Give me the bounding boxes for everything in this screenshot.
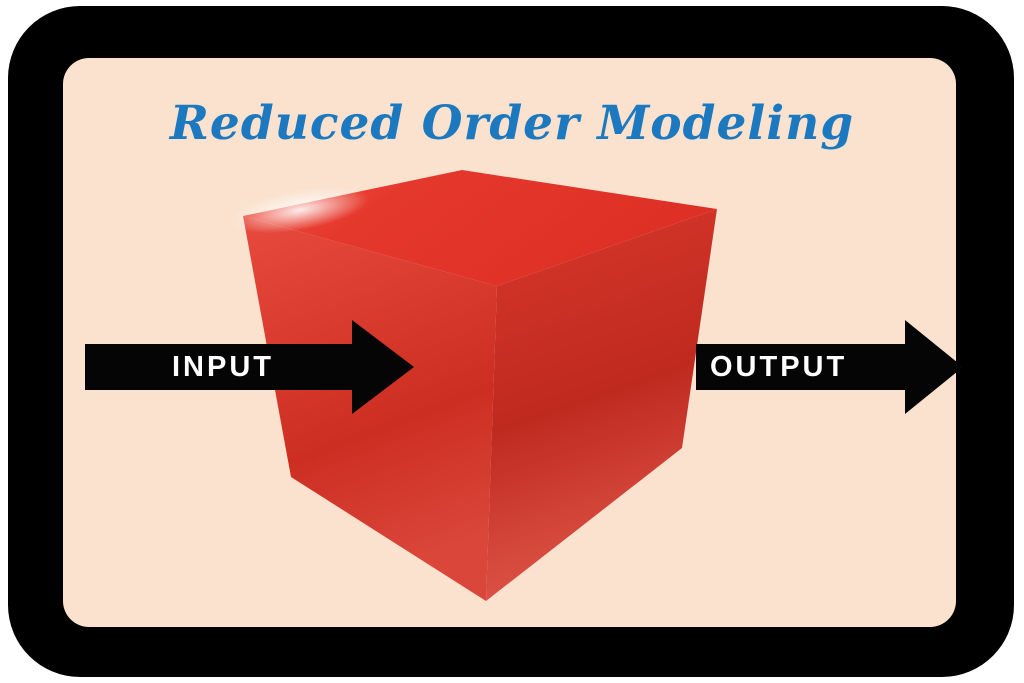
- diagram-title: Reduced Order Modeling: [169, 96, 855, 151]
- output-arrow-head: [905, 320, 963, 414]
- cube-left-face: [243, 216, 497, 601]
- cube-right-face: [486, 209, 717, 601]
- input-label: INPUT: [172, 351, 274, 383]
- output-arrow-shaft: [696, 344, 908, 390]
- input-arrow-head: [352, 320, 414, 414]
- red-cube-3d: [230, 170, 717, 601]
- input-arrow-shaft: [85, 344, 355, 390]
- cube-specular-highlight: [230, 186, 370, 234]
- output-arrow: [696, 320, 963, 414]
- output-label: OUTPUT: [710, 351, 848, 383]
- input-arrow: [85, 320, 414, 414]
